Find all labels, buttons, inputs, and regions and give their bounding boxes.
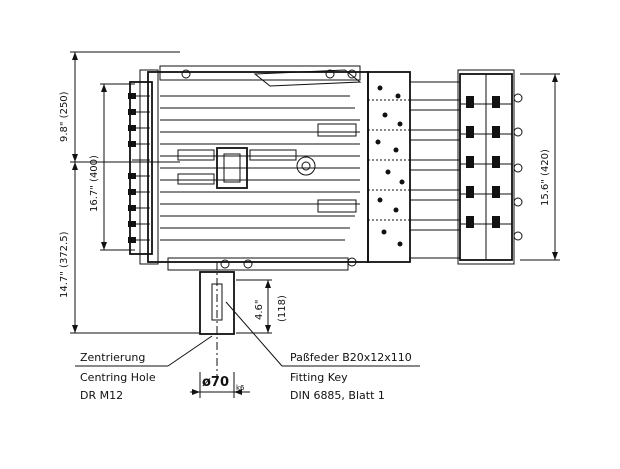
pump-head: [457, 69, 523, 265]
label-shaft-tolerance: k6: [236, 384, 245, 392]
dim-shaft-height: 4.6": [254, 299, 265, 320]
label-key-spec: DIN 6885, Blatt 1: [290, 389, 385, 402]
label-centering-en: Centring Hole: [80, 371, 156, 384]
label-centering-de: Zentrierung: [80, 351, 145, 364]
dim-lower-left: 14.7" (372.5): [59, 231, 70, 298]
drive-shaft: [190, 262, 272, 398]
right-dimension-lines: [520, 73, 560, 261]
left-dimension-lines: [70, 51, 200, 334]
left-flange: [128, 69, 159, 265]
pump-housing: [147, 65, 369, 271]
leader-lines: [75, 301, 420, 367]
dim-right-height: 15.6" (420): [540, 149, 551, 206]
valve-block: [367, 71, 411, 263]
label-key-de: Paßfeder B20x12x110: [290, 351, 412, 364]
label-key-en: Fitting Key: [290, 371, 348, 384]
label-shaft-diameter: ø70: [202, 375, 229, 390]
dim-inner-left: 16.7" (400): [89, 155, 100, 212]
dim-upper-left: 9.8" (250): [59, 91, 70, 142]
label-centering-spec: DR M12: [80, 389, 123, 402]
dim-shaft-height-mm: (118): [277, 295, 288, 322]
plunger-rods: [409, 81, 461, 259]
